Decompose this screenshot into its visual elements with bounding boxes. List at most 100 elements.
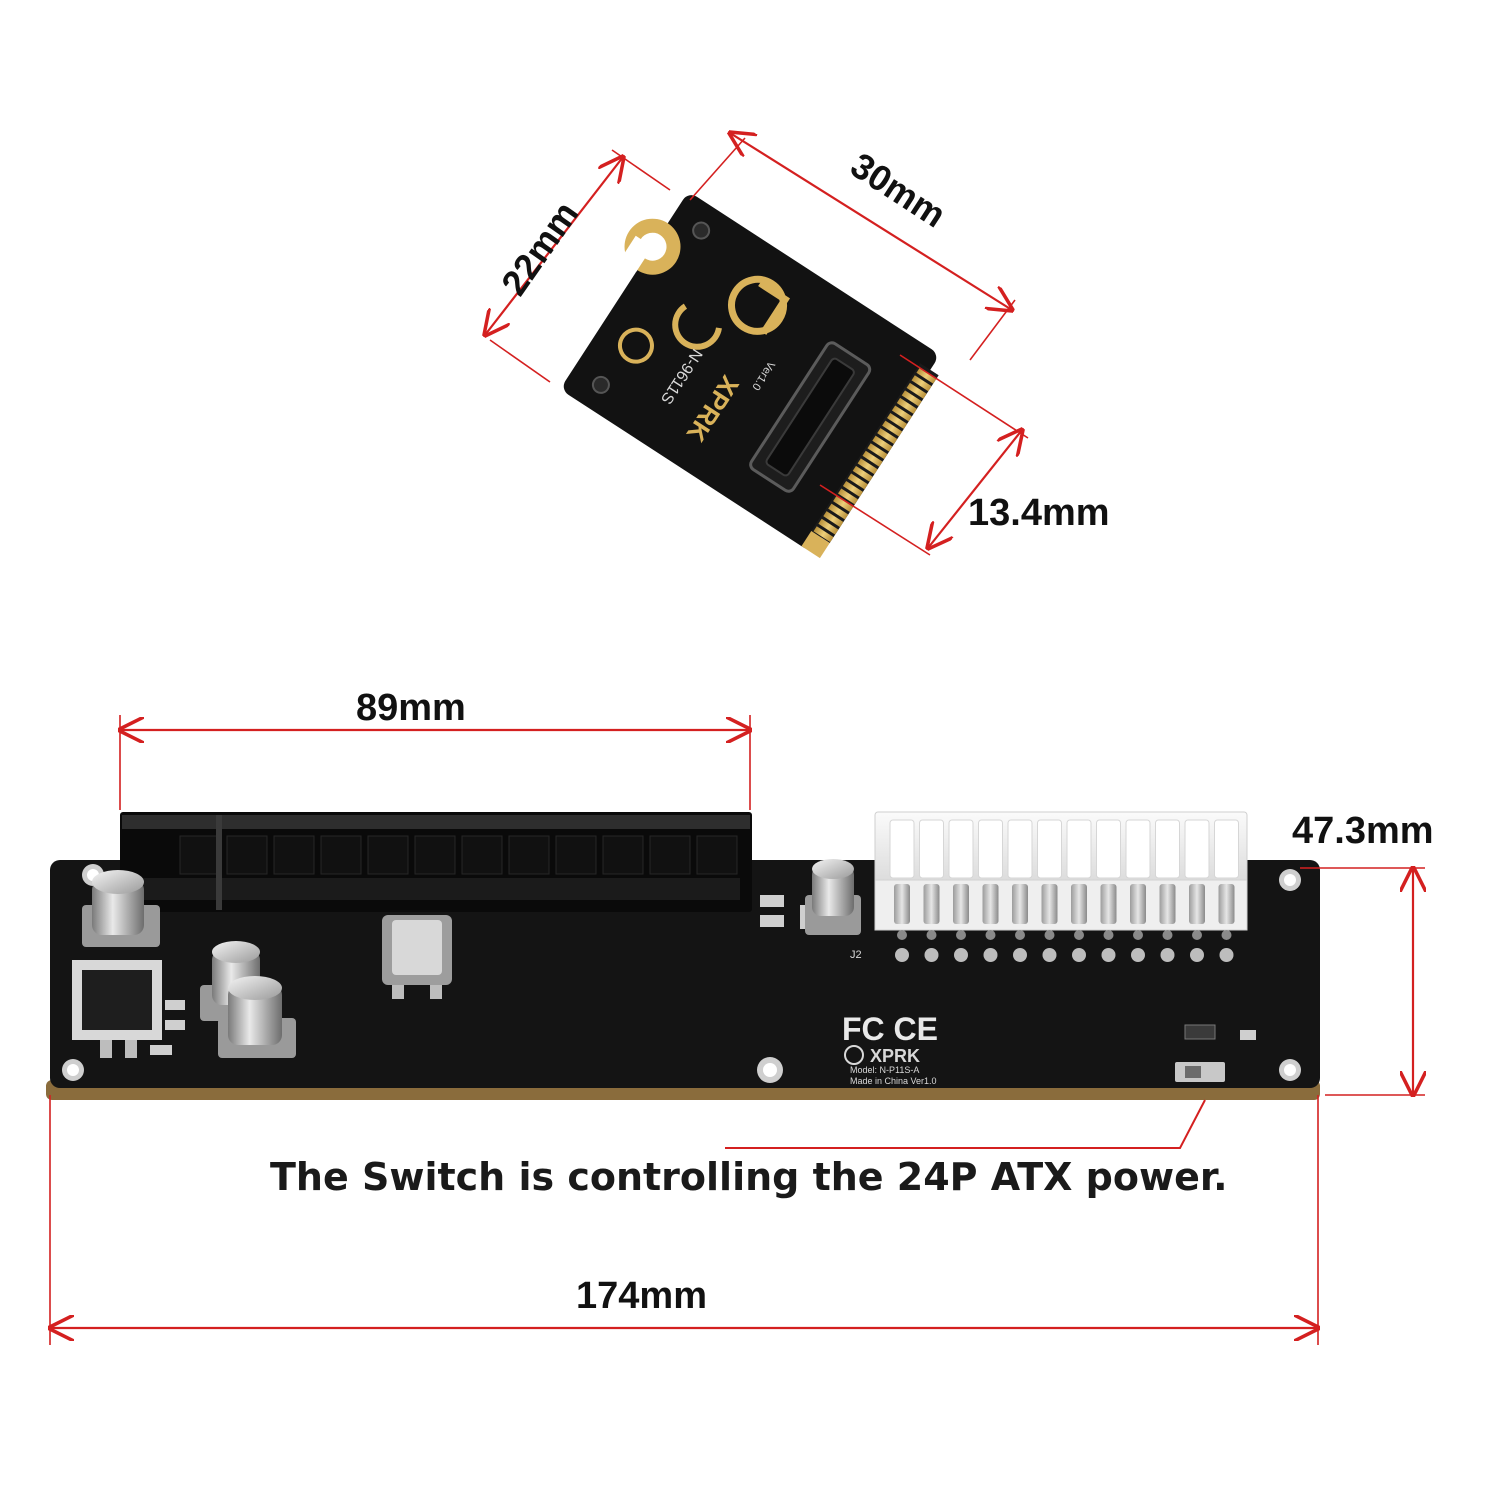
slot-segment bbox=[555, 835, 597, 875]
board-origin-label: Made in China Ver1.0 bbox=[850, 1076, 937, 1086]
dimension-label-22mm: 22mm bbox=[493, 194, 586, 303]
solder-joint bbox=[1160, 948, 1175, 962]
slot-segment bbox=[179, 835, 221, 875]
m2-adapter-card: XPRK N-9611S Ver1.0 bbox=[563, 195, 939, 559]
solder-joint bbox=[1072, 948, 1086, 962]
gold-finger bbox=[828, 503, 849, 520]
dimension-label-89mm: 89mm bbox=[356, 687, 466, 729]
atx-24pin-connector bbox=[874, 811, 1248, 962]
gold-finger bbox=[911, 375, 932, 392]
solder-joint bbox=[1192, 930, 1202, 940]
solder-joint bbox=[1015, 930, 1025, 940]
dimension-label-30mm: 30mm bbox=[844, 144, 954, 235]
gold-finger bbox=[872, 435, 893, 452]
solder-joint bbox=[1221, 930, 1232, 940]
gold-finger bbox=[891, 405, 912, 422]
slot-segment bbox=[320, 835, 362, 875]
gold-finger bbox=[823, 511, 844, 528]
gold-finger bbox=[818, 518, 839, 535]
pcie-x16-slot bbox=[120, 812, 752, 912]
dimension-89mm: 89mm bbox=[120, 687, 750, 810]
mounting-holes bbox=[62, 864, 1301, 1083]
atx-pin-housing bbox=[1096, 819, 1121, 879]
solder-joint bbox=[897, 930, 907, 940]
solder-joint bbox=[924, 948, 939, 962]
slot-segment bbox=[696, 835, 738, 875]
solder-joint bbox=[1103, 930, 1114, 940]
solder-joint bbox=[956, 930, 966, 940]
atx-pin bbox=[1130, 884, 1146, 924]
capacitor-middle-lower bbox=[218, 976, 296, 1058]
slot-segment bbox=[508, 835, 550, 875]
atx-pin bbox=[982, 884, 999, 924]
atx-pin bbox=[1159, 884, 1176, 924]
solder-joint bbox=[1131, 948, 1145, 962]
atx-pin bbox=[1218, 884, 1235, 924]
slot-segment bbox=[649, 835, 691, 875]
capacitor-right: J2 bbox=[805, 859, 862, 961]
atx-pin-housing bbox=[1125, 819, 1151, 879]
atx-pin-housing bbox=[978, 819, 1003, 879]
solder-joint bbox=[1044, 930, 1055, 940]
board-silkscreen: FC CE XPRK Model: N-P11S-A Made in China… bbox=[842, 1011, 938, 1086]
atx-pin-housing bbox=[948, 819, 974, 879]
slot-segment bbox=[602, 835, 644, 875]
solder-joint bbox=[1219, 948, 1234, 962]
atx-pin bbox=[1189, 884, 1205, 924]
atx-pin-housing bbox=[1214, 819, 1239, 879]
solder-joint bbox=[983, 948, 998, 962]
capacitor-left bbox=[82, 870, 160, 947]
dimension-label-13-4mm: 13.4mm bbox=[968, 492, 1110, 534]
slot-segment bbox=[226, 835, 268, 875]
slot-segment bbox=[461, 835, 503, 875]
j2-label: J2 bbox=[850, 949, 862, 961]
gold-finger bbox=[813, 526, 834, 543]
power-toggle-switch[interactable] bbox=[1175, 1062, 1225, 1082]
pcie-riser-board: J2 FC CE XPRK Model: N-P11S-A Made in Ch… bbox=[46, 811, 1320, 1100]
atx-pin-housing bbox=[889, 819, 915, 879]
atx-pin bbox=[1012, 884, 1028, 924]
solder-joint bbox=[1190, 948, 1204, 962]
dimension-47-3mm: 47.3mm bbox=[1292, 810, 1434, 1095]
slot-segment bbox=[414, 835, 456, 875]
gold-finger bbox=[906, 382, 927, 399]
solder-joint bbox=[895, 948, 909, 962]
atx-pin-housing bbox=[1007, 819, 1033, 879]
switch-callout: The Switch is controlling the 24P ATX po… bbox=[270, 1099, 1228, 1199]
gold-finger bbox=[838, 488, 859, 505]
atx-pin-housing bbox=[1066, 819, 1092, 879]
gold-finger bbox=[877, 428, 898, 445]
slot-segment bbox=[367, 835, 409, 875]
switch-note: The Switch is controlling the 24P ATX po… bbox=[270, 1155, 1228, 1199]
atx-pin bbox=[894, 884, 910, 924]
solder-joint bbox=[926, 930, 937, 940]
solder-joint bbox=[1133, 930, 1143, 940]
clock-oscillator bbox=[382, 915, 452, 999]
atx-pin-housing bbox=[919, 819, 944, 879]
slot-segment bbox=[273, 835, 315, 875]
certification-marks: FC CE bbox=[842, 1011, 938, 1047]
gold-finger bbox=[896, 397, 917, 414]
gold-finger bbox=[847, 473, 868, 490]
m2-card-pcb bbox=[563, 195, 937, 549]
dimension-label-47-3mm: 47.3mm bbox=[1292, 810, 1434, 852]
dimension-174mm: 174mm bbox=[50, 1095, 1318, 1345]
board-model-label: Model: N-P11S-A bbox=[850, 1065, 919, 1075]
atx-pin-housing bbox=[1184, 819, 1210, 879]
atx-pin bbox=[1100, 884, 1117, 924]
gold-finger bbox=[887, 413, 908, 429]
solder-joint bbox=[1074, 930, 1084, 940]
solder-joint bbox=[1042, 948, 1057, 962]
dimension-label-174mm: 174mm bbox=[576, 1275, 707, 1317]
dimension-13-4mm: 13.4mm bbox=[819, 354, 1110, 556]
gold-finger bbox=[852, 465, 873, 482]
atx-pin bbox=[923, 884, 940, 924]
solder-joint bbox=[954, 948, 968, 962]
atx-pin bbox=[953, 884, 969, 924]
gold-finger bbox=[842, 480, 863, 497]
solder-joint bbox=[1101, 948, 1116, 962]
board-brand-label: XPRK bbox=[870, 1046, 920, 1066]
solder-joint bbox=[1162, 930, 1173, 940]
atx-pin-housing bbox=[1037, 819, 1062, 879]
